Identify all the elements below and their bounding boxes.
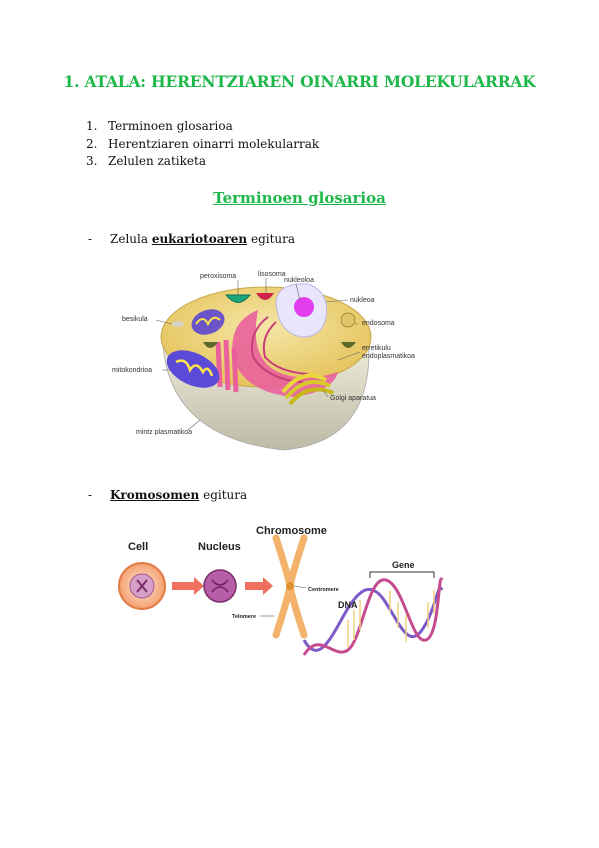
label-dna: DNA bbox=[338, 600, 358, 610]
bullet-chromosome: - Kromosomen egitura bbox=[88, 488, 248, 502]
label-cell: Cell bbox=[128, 541, 148, 553]
label-endosoma: endosoma bbox=[362, 320, 395, 327]
label-lisosoma: lisosoma bbox=[258, 271, 286, 278]
label-nukleoa: nukleoa bbox=[350, 297, 375, 304]
label-mintz: mintz plasmatikoa bbox=[136, 429, 192, 436]
label-centromere: Centromere bbox=[308, 587, 339, 593]
chromosome-diagram: Cell Nucleus Chromosome Centromere Telom… bbox=[118, 525, 444, 656]
section-title: Terminoen glosarioa bbox=[213, 189, 386, 207]
label-mitokondrioa: mitokondrioa bbox=[112, 367, 152, 374]
label-peroxisoma: peroxisoma bbox=[200, 273, 236, 280]
table-of-contents: 1.Terminoen glosarioa 2.Herentziaren oin… bbox=[86, 118, 319, 171]
label-telomere: Telomere bbox=[232, 614, 256, 620]
label-endoplasmatikoa: endoplasmatikoa bbox=[362, 353, 415, 360]
toc-item: 1.Terminoen glosarioa bbox=[86, 119, 233, 133]
dna-helix bbox=[302, 577, 444, 656]
toc-item: 3.Zelulen zatiketa bbox=[86, 154, 206, 168]
label-nukleoloa: nukleoloa bbox=[284, 277, 314, 284]
label-golgi: Golgi aparatua bbox=[330, 395, 376, 402]
eukaryotic-cell-diagram: peroxisoma lisosoma nukleoloa nukleoa be… bbox=[112, 271, 415, 451]
label-chromosome: Chromosome bbox=[256, 525, 327, 537]
page-title: 1. ATALA: HERENTZIAREN OINARRI MOLEKULAR… bbox=[63, 72, 536, 91]
label-nucleus: Nucleus bbox=[198, 541, 241, 553]
label-besikula: besikula bbox=[122, 316, 148, 323]
label-gene: Gene bbox=[392, 560, 415, 570]
label-erretikulu: erretikulu bbox=[362, 345, 391, 352]
toc-item: 2.Herentziaren oinarri molekularrak bbox=[86, 136, 320, 151]
bullet-eukaryotic-cell: - Zelula eukariotoaren egitura bbox=[88, 232, 296, 246]
